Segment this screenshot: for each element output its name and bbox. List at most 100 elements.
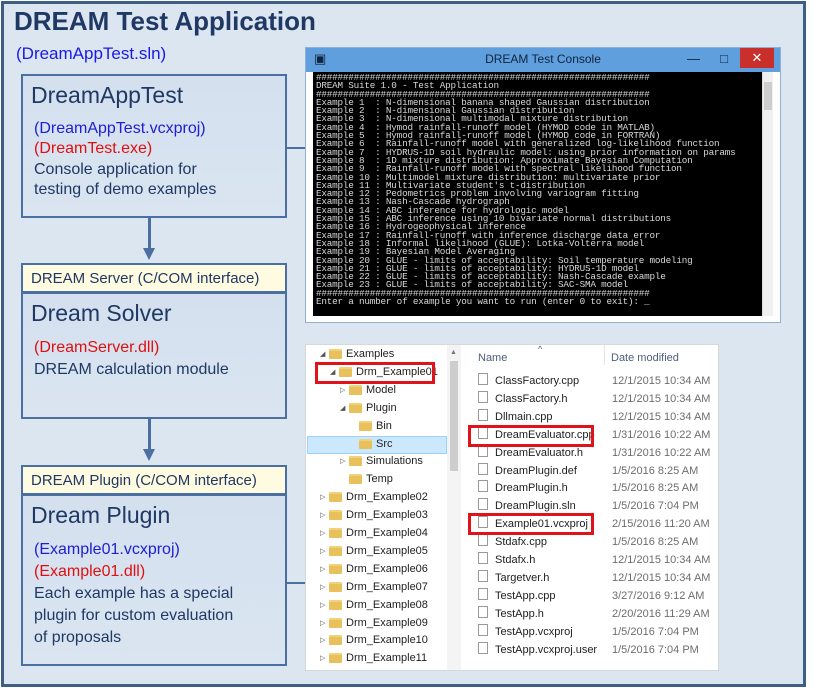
column-header-name[interactable]: Name (478, 352, 508, 364)
tree-item[interactable]: Src (350, 438, 393, 455)
collapsed-arrow-icon[interactable]: ▷ (320, 583, 326, 591)
tree-item-label: Drm_Example11 (346, 652, 428, 665)
tree-item[interactable]: ▷Drm_Example03 (320, 509, 428, 526)
tree-item[interactable]: Temp (340, 473, 393, 490)
app-project-label: (DreamAppTest.vcxproj) (34, 120, 206, 137)
file-icon (478, 587, 488, 600)
file-name: ClassFactory.cpp (495, 375, 580, 387)
file-date: 1/31/2016 10:22 AM (612, 446, 711, 459)
file-name: Stdafx.h (495, 554, 536, 566)
console-scrollbar-thumb[interactable] (764, 82, 772, 110)
tree-item[interactable]: ▷ Drm_Example11 (320, 652, 427, 669)
console-output[interactable]: ########################################… (313, 72, 765, 316)
tree-item[interactable]: ▷Model (340, 384, 396, 401)
file-date: 1/5/2016 7:04 PM (612, 500, 699, 513)
collapsed-arrow-icon[interactable]: ▷ (320, 601, 326, 609)
tree-item[interactable]: ▷ Drm_Example02 (320, 491, 428, 508)
file-icon (478, 641, 488, 654)
tree-scrollbar-thumb[interactable] (450, 361, 458, 471)
console-line: Example 14 : ABC inference for hydrologi… (316, 204, 569, 216)
file-date: 2/15/2016 11:20 AM (612, 518, 710, 531)
arrow-app-to-server-head (143, 248, 155, 260)
file-date: 1/5/2016 7:04 PM (612, 625, 699, 638)
collapsed-arrow-icon[interactable]: ▷ (320, 494, 326, 502)
console-scrollbar[interactable] (762, 72, 773, 316)
server-desc-line-1: DREAM calculation module (34, 361, 229, 378)
tree-item-label: Drm_Example10 (346, 634, 428, 647)
tree-item[interactable]: ▷ Drm_Example05 (320, 545, 428, 562)
minimize-icon[interactable]: — (687, 51, 700, 66)
tree-item[interactable]: ▷ Drm_Example08 (320, 599, 428, 616)
expanded-arrow-icon[interactable]: ◢ (330, 368, 336, 376)
tree-item[interactable]: ▷Drm_Example09 (320, 617, 428, 634)
plugin-interface-tag: DREAM Plugin (C/COM interface) (21, 465, 287, 495)
file-name: DreamEvaluator.cpp (495, 428, 595, 441)
column-separator[interactable] (604, 345, 605, 365)
app-block-title: DreamAppTest (31, 82, 184, 108)
folder-icon (329, 349, 342, 360)
collapsed-arrow-icon[interactable]: ▷ (320, 637, 326, 645)
collapsed-arrow-icon[interactable]: ▷ (320, 565, 326, 573)
file-icon (478, 623, 488, 636)
folder-icon (339, 366, 352, 377)
folder-icon (329, 528, 342, 539)
console-titlebar[interactable] (306, 48, 780, 72)
collapsed-arrow-icon[interactable]: ▷ (320, 530, 326, 538)
console-line: Example 9 : Rainfall-runoff model with s… (316, 163, 682, 175)
tree-item[interactable]: ▷ Drm_Example10 (320, 634, 428, 651)
console-line: ########################################… (316, 88, 650, 100)
console-line: Example 19 : Bayesian Model Averaging (316, 246, 516, 258)
expanded-arrow-icon[interactable]: ◢ (340, 404, 346, 412)
tree-item-label: Plugin (366, 401, 397, 414)
folder-icon (349, 402, 362, 413)
tree-item-label: Drm_Example08 (346, 598, 428, 611)
file-date: 1/5/2016 8:25 AM (612, 464, 699, 477)
maximize-icon[interactable]: □ (720, 51, 728, 66)
tree-item[interactable]: ▷Drm_Example07 (320, 581, 428, 598)
collapsed-arrow-icon[interactable]: ▷ (320, 655, 326, 663)
tree-scrollbar[interactable]: ▲ (447, 345, 461, 670)
tree-item[interactable]: ▷Drm_Example04 (320, 527, 428, 544)
tree-item[interactable]: ▷Simulations (340, 455, 423, 472)
tree-item[interactable]: ▷Drm_Example06 (320, 563, 428, 580)
tree-item[interactable]: ◢Examples (320, 348, 394, 365)
scroll-up-icon[interactable]: ▲ (450, 349, 457, 356)
file-date: 1/5/2016 8:25 AM (612, 536, 699, 549)
collapsed-arrow-icon[interactable]: ▷ (320, 619, 326, 627)
collapsed-arrow-icon[interactable]: ▷ (320, 547, 326, 555)
file-date: 1/5/2016 8:25 AM (612, 482, 699, 495)
file-date: 3/27/2016 9:12 AM (612, 589, 705, 602)
file-date: 12/1/2015 10:34 AM (612, 392, 711, 405)
collapsed-arrow-icon[interactable]: ▷ (340, 386, 346, 394)
tree-item[interactable]: ◢ Plugin (340, 402, 397, 419)
tree-item[interactable]: Bin (350, 420, 392, 437)
expanded-arrow-icon[interactable]: ◢ (320, 351, 326, 359)
column-header-date[interactable]: Date modified (611, 352, 679, 364)
folder-icon (349, 456, 362, 467)
collapsed-arrow-icon[interactable]: ▷ (320, 512, 326, 520)
arrow-server-to-plugin (148, 419, 151, 449)
tree-item[interactable]: ◢Drm_Example01 (330, 366, 438, 383)
tree-item-label: Drm_Example02 (346, 491, 428, 504)
collapsed-arrow-icon[interactable]: ▷ (340, 458, 346, 466)
app-desc-line-2: testing of demo examples (34, 181, 217, 198)
close-icon[interactable]: ✕ (740, 48, 774, 68)
tree-item-label: Drm_Example05 (346, 544, 428, 557)
